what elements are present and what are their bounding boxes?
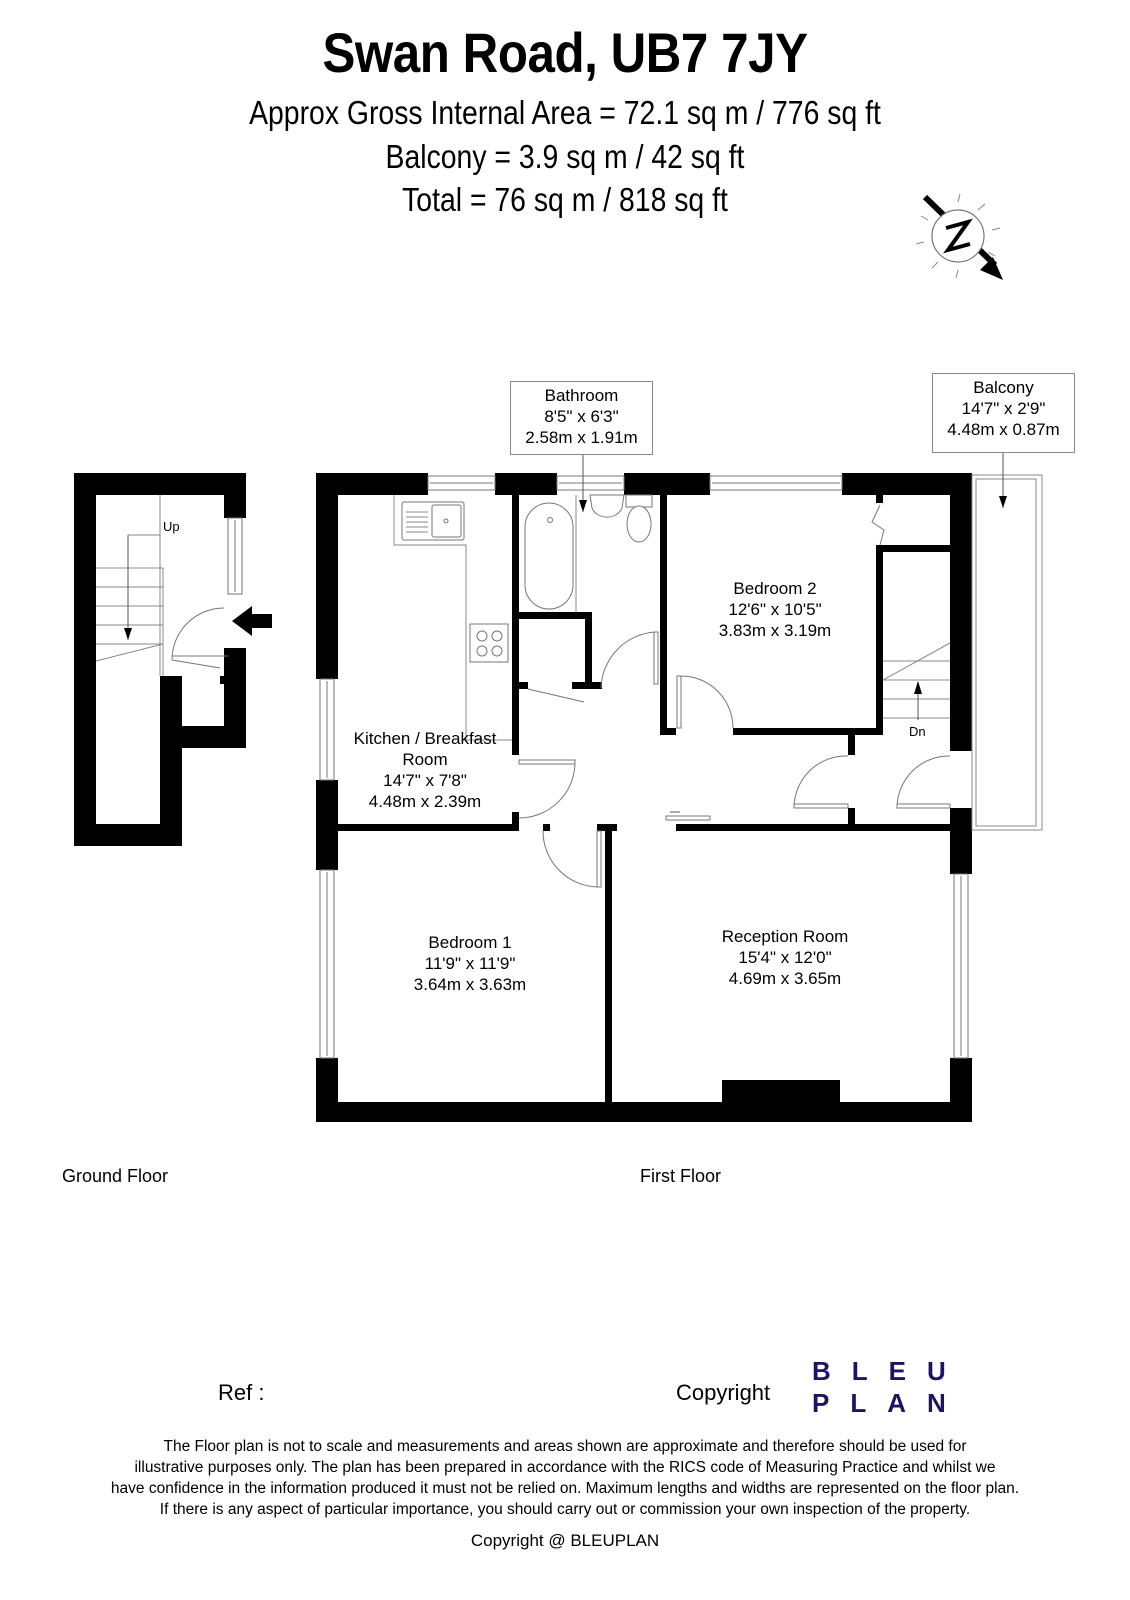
reception-metric: 4.69m x 3.65m	[728, 969, 842, 988]
bathroom-metric: 2.58m x 1.91m	[525, 428, 638, 447]
north-arrow-compass-icon	[915, 193, 1003, 280]
kitchen-metric: 4.48m x 2.39m	[368, 792, 482, 811]
disclaimer-line: have confidence in the information produ…	[110, 1480, 1020, 1497]
ground-floor-label: Ground Floor	[62, 1166, 169, 1186]
disclaimer: The Floor plan is not to scale and measu…	[60, 1436, 1070, 1520]
reception-imperial: 15'4" x 12'0"	[738, 948, 832, 967]
gross-internal-area: Approx Gross Internal Area = 72.1 sq m /…	[249, 94, 881, 131]
property-title: Swan Road, UB7 7JY	[322, 21, 808, 84]
bedroom1-name: Bedroom 1	[428, 933, 512, 952]
copyright-footer: Copyright @ BLEUPLAN	[470, 1531, 660, 1550]
bleuplan-logo-line1: BLEU	[812, 1356, 967, 1386]
kitchen-name-line1: Kitchen / Breakfast	[353, 729, 497, 748]
balcony-metric: 4.48m x 0.87m	[947, 420, 1060, 439]
reference-label: Ref :	[218, 1380, 265, 1405]
disclaimer-line: The Floor plan is not to scale and measu…	[163, 1438, 967, 1455]
entrance-arrow-icon	[232, 606, 272, 636]
bathroom-callout: Bathroom 8'5" x 6'3" 2.58m x 1.91m	[510, 381, 653, 455]
disclaimer-line: If there is any aspect of particular imp…	[159, 1501, 971, 1518]
copyright-label: Copyright	[676, 1380, 771, 1405]
kitchen-imperial: 14'7" x 7'8"	[383, 771, 467, 790]
bleuplan-logo-line2: PLAN	[812, 1388, 967, 1418]
ground-floor-plan	[74, 473, 272, 846]
bathroom-imperial: 8'5" x 6'3"	[544, 407, 619, 426]
bedroom2-label: Bedroom 2 12'6" x 10'5" 3.83m x 3.19m	[690, 578, 860, 641]
reception-label: Reception Room 15'4" x 12'0" 4.69m x 3.6…	[690, 926, 880, 989]
balcony-callout: Balcony 14'7" x 2'9" 4.48m x 0.87m	[932, 373, 1075, 453]
bedroom1-imperial: 11'9" x 11'9"	[424, 954, 516, 973]
kitchen-name-line2: Room	[402, 750, 448, 769]
balcony-name: Balcony	[973, 378, 1034, 397]
balcony-area: Balcony = 3.9 sq m / 42 sq ft	[385, 138, 745, 175]
reception-name: Reception Room	[721, 927, 849, 946]
disclaimer-line: illustrative purposes only. The plan has…	[134, 1459, 996, 1476]
bathroom-name: Bathroom	[544, 386, 619, 405]
first-floor-plan	[316, 453, 1043, 1122]
bedroom2-metric: 3.83m x 3.19m	[718, 621, 832, 640]
kitchen-label: Kitchen / Breakfast Room 14'7" x 7'8" 4.…	[340, 728, 510, 812]
bedroom1-label: Bedroom 1 11'9" x 11'9" 3.64m x 3.63m	[385, 932, 555, 995]
balcony-imperial: 14'7" x 2'9"	[961, 399, 1046, 418]
total-area: Total = 76 sq m / 818 sq ft	[402, 181, 728, 218]
stairs-down-label: Dn	[909, 724, 926, 739]
first-floor-label: First Floor	[640, 1166, 721, 1186]
stairs-up-label: Up	[163, 519, 180, 534]
bedroom1-metric: 3.64m x 3.63m	[413, 975, 527, 994]
bedroom2-name: Bedroom 2	[733, 579, 817, 598]
bedroom2-imperial: 12'6" x 10'5"	[728, 600, 822, 619]
